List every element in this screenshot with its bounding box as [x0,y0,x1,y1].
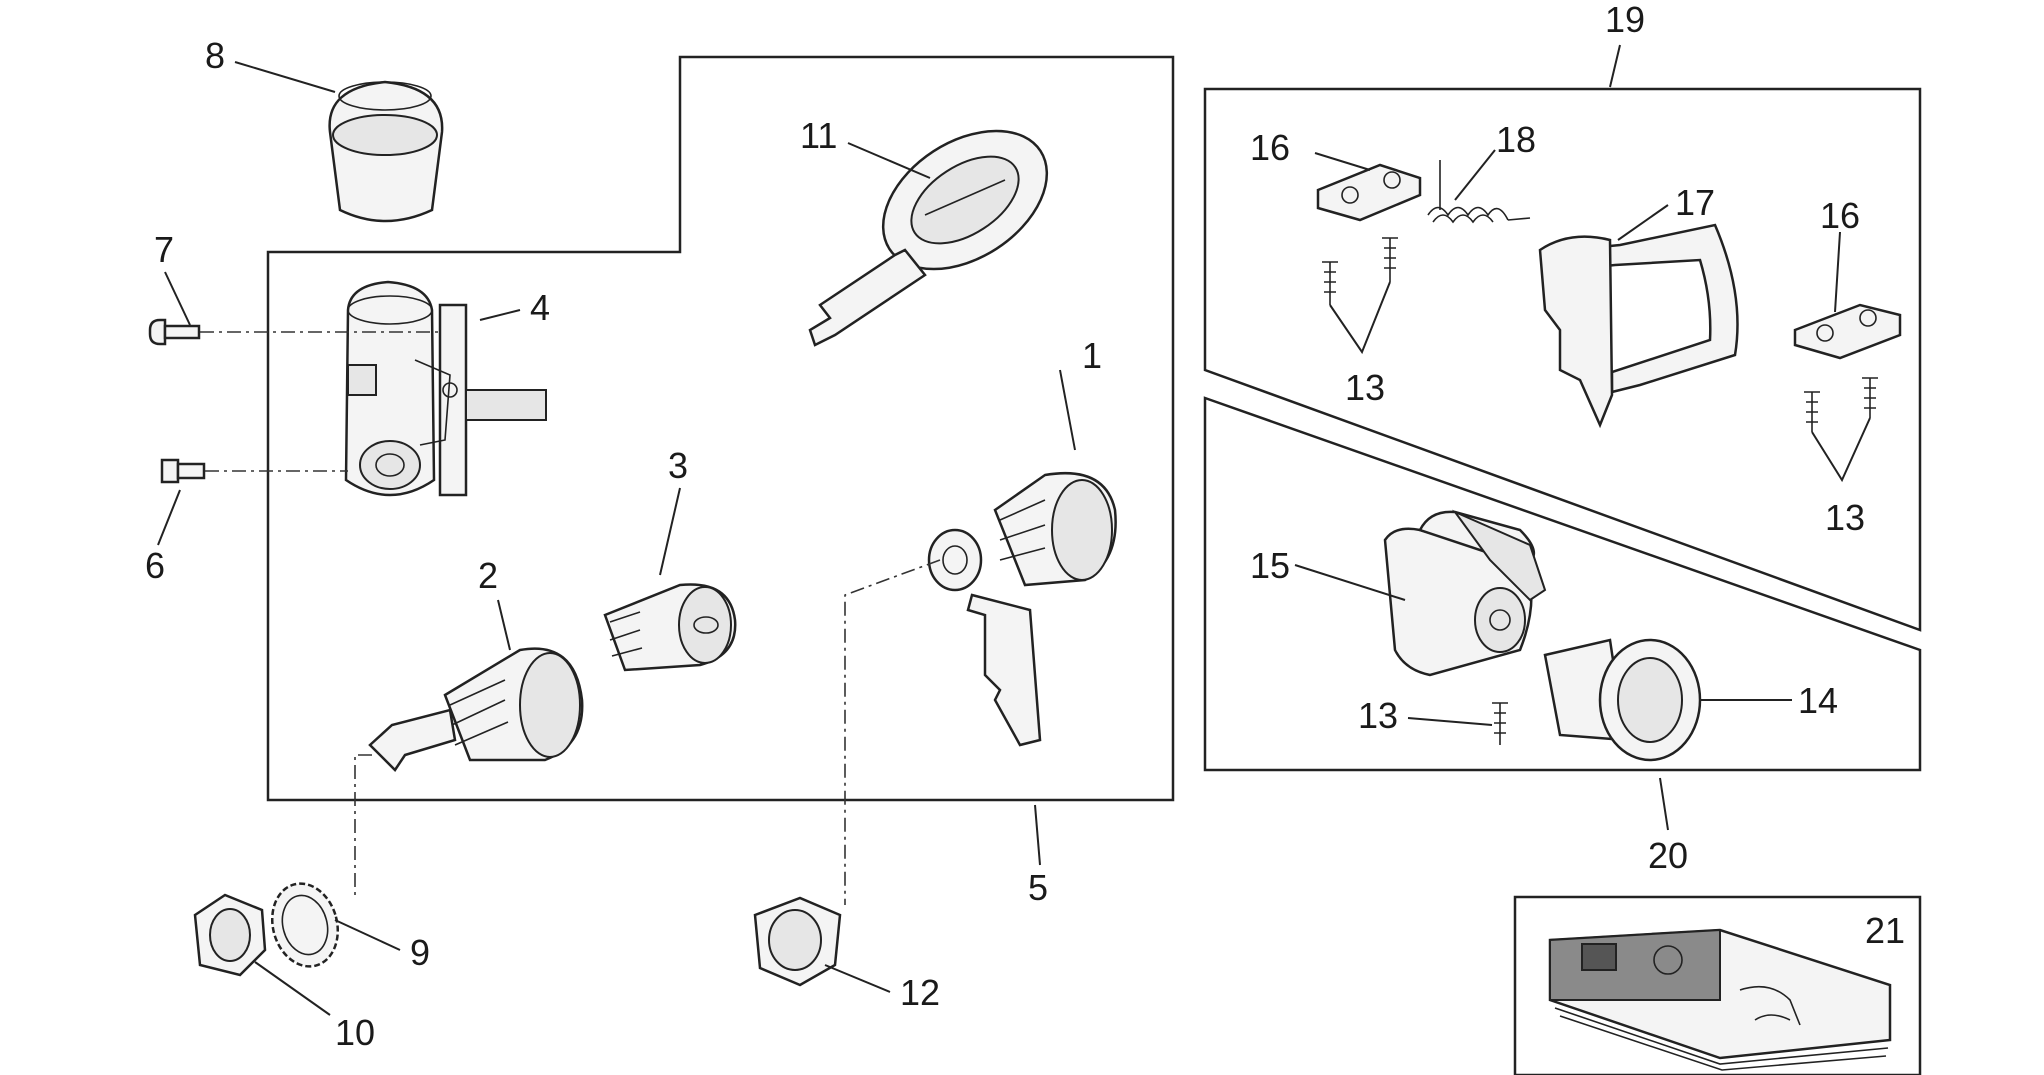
callout-label-13-lower: 13 [1358,695,1398,736]
callout-label-19: 19 [1605,0,1645,40]
key-part [808,129,1049,347]
callout-label-7: 7 [154,229,174,270]
leader-lines [157,44,1871,1016]
seat-lock-part [927,471,1117,747]
callout-label-13-top: 13 [1345,367,1385,408]
manual-frame [1513,895,1922,1075]
callout-label-5: 5 [1028,867,1048,908]
callout-label-21: 21 [1865,910,1905,951]
lock-set-frame [266,55,1175,802]
callout-label-17: 17 [1675,182,1715,223]
guide-line-2 [354,754,372,900]
callout-label-9: 9 [410,932,430,973]
lock-housing-part [1383,509,1547,677]
callout-label-16-right: 16 [1820,195,1860,236]
callout-label-20: 20 [1648,835,1688,876]
hook-bar-part [1538,223,1739,429]
saddle-lock-frame [1203,87,1922,632]
callout-label-3: 3 [668,445,688,486]
sleeve-part [1543,638,1702,762]
callout-label-10: 10 [335,1012,375,1053]
callout-label-15: 15 [1250,545,1290,586]
callout-label-16-left: 16 [1250,127,1290,168]
hex-nut-10-part [193,893,267,977]
screw-7-part [148,318,201,346]
toothed-washer-part [270,882,340,968]
guide-line-1 [844,559,941,905]
callout-label-8: 8 [205,35,225,76]
callout-label-13-right: 13 [1825,497,1865,538]
bracket-16-left-part [1316,163,1422,222]
lock-housing-frame [1203,396,1922,772]
callout-label-11: 11 [800,115,837,156]
manual-booklet-part [1548,928,1892,1071]
bracket-16-right-part [1793,303,1902,360]
ignition-lock-body-part [344,280,547,497]
screws-13-top-left-part [1322,237,1398,305]
bushing-ring-part [328,80,444,223]
small-cylinder-part [603,583,737,672]
callout-label-6: 6 [145,545,165,586]
callout-label-1: 1 [1082,335,1102,376]
hex-nut-12-part [753,896,842,987]
spring-part [1427,160,1531,224]
callout-label-2: 2 [478,555,498,596]
screws-13-right-part [1804,377,1878,432]
screw-13-lower-part [1492,702,1508,745]
callout-label-14: 14 [1798,680,1838,721]
latch-cylinder-part [368,647,584,772]
screw-6-part [160,458,206,484]
callout-label-4: 4 [530,287,550,328]
callout-label-18: 18 [1496,119,1536,160]
callout-label-12: 12 [900,972,940,1013]
